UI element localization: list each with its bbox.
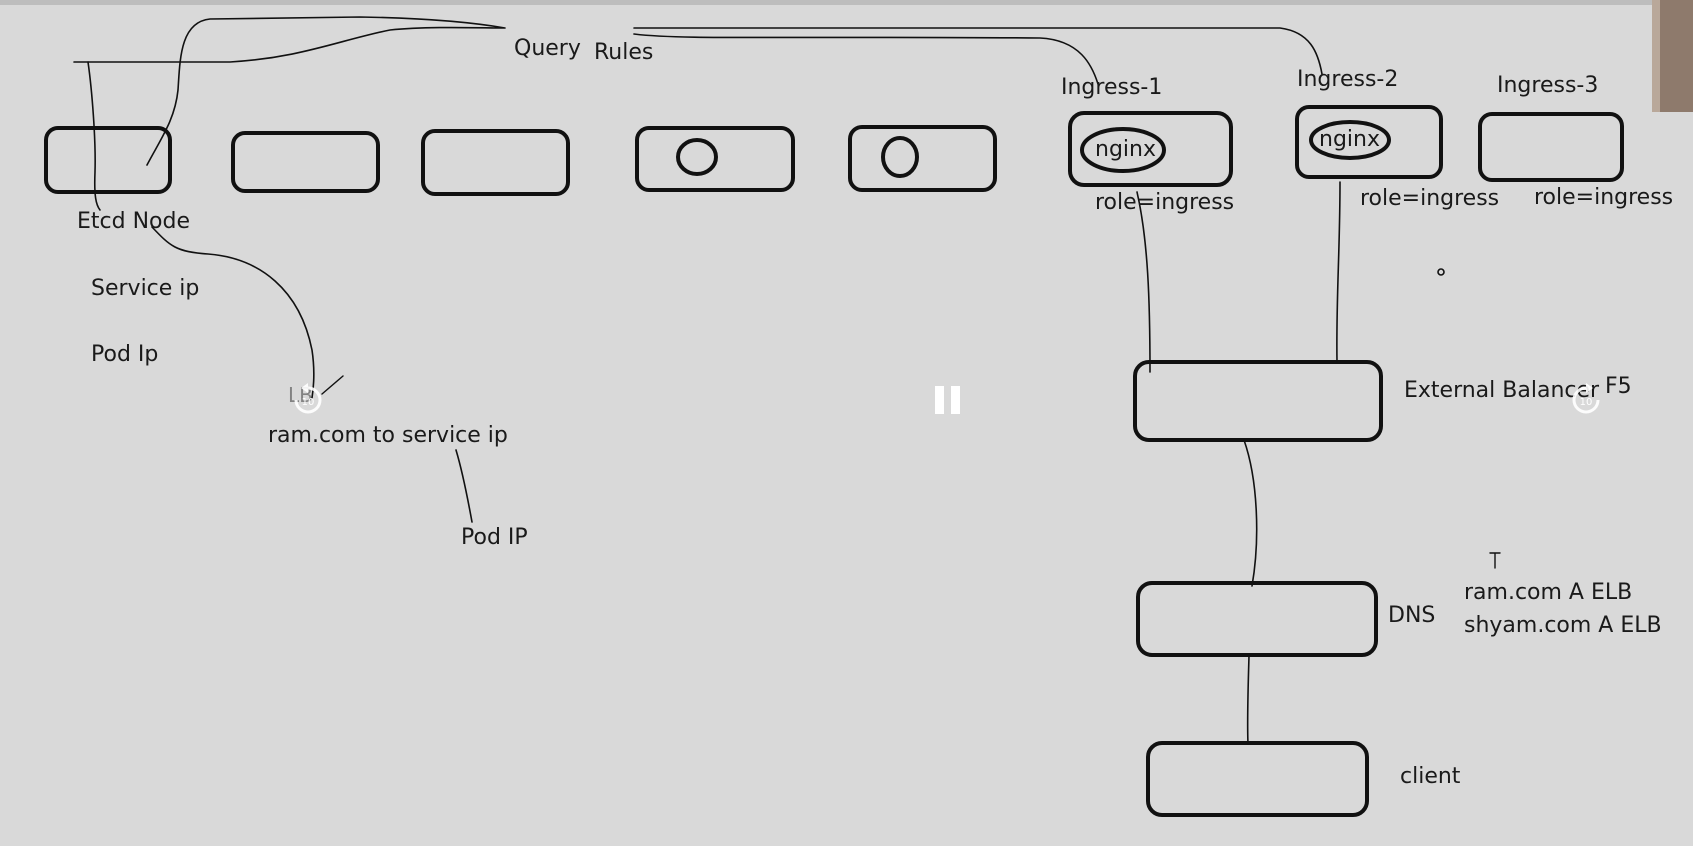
forward-10-button[interactable]: 10 — [1568, 382, 1604, 418]
lb-scribble — [321, 375, 344, 395]
pod-circle-4 — [676, 138, 718, 176]
ingress-3-box — [1478, 112, 1624, 182]
rewind-10-button[interactable]: 10 — [290, 382, 326, 418]
stray-dot — [1437, 268, 1445, 276]
node-box-2 — [231, 131, 380, 193]
rules-label: Rules — [594, 40, 654, 65]
rewind-seconds-text: 10 — [302, 397, 315, 408]
f5-label: F5 — [1605, 374, 1632, 399]
pod-circle-5 — [881, 136, 919, 178]
pause-button[interactable] — [930, 382, 966, 418]
pod-ip-label: Pod Ip — [91, 342, 159, 367]
service-to-pod-line — [455, 449, 473, 523]
dns-box — [1136, 581, 1378, 657]
nginx-1-ellipse — [1080, 127, 1166, 173]
cursor-marker — [1489, 552, 1501, 569]
line-dns-to-client — [1246, 655, 1250, 745]
line-ingress1-to-balancer — [1136, 191, 1151, 373]
ingress-2-box — [1295, 105, 1443, 179]
etcd-node-box — [44, 126, 172, 194]
client-box — [1146, 741, 1369, 817]
line-ingress2-to-balancer — [1336, 181, 1341, 363]
query-line-right — [633, 27, 1323, 85]
nginx-2-ellipse — [1309, 120, 1391, 160]
nginx-1-label: nginx — [1095, 137, 1156, 162]
nginx-2-label: nginx — [1319, 127, 1380, 152]
query-line-left — [73, 16, 506, 166]
node-box-4 — [635, 126, 795, 192]
etcd-to-lb-curve — [151, 226, 315, 399]
pod-ip-caps-label: Pod IP — [461, 525, 528, 550]
ingress-1-box — [1068, 111, 1233, 187]
etcd-vertical-line — [87, 61, 101, 211]
external-balancer-label: External Balancer — [1404, 378, 1600, 403]
node-box-3 — [421, 129, 570, 196]
etcd-node-label: Etcd Node — [77, 209, 190, 234]
service-ip-label: Service ip — [91, 276, 200, 301]
ram-to-service-label: ram.com to service ip — [268, 423, 508, 448]
forward-10-icon: 10 — [1572, 383, 1600, 414]
client-label: client — [1400, 764, 1461, 789]
line-balancer-to-dns — [1243, 439, 1258, 587]
dns-record-ram: ram.com A ELB — [1464, 580, 1633, 605]
node-box-5 — [848, 125, 997, 192]
role-ingress-3-label: role=ingress — [1534, 185, 1674, 210]
query-label: Query — [514, 36, 581, 61]
forward-seconds-text: 10 — [1580, 397, 1593, 408]
dns-record-shyam: shyam.com A ELB — [1464, 613, 1662, 638]
ingress-1-label: Ingress-1 — [1061, 75, 1163, 100]
webcam-thumbnail — [1652, 0, 1693, 112]
ingress-3-label: Ingress-3 — [1497, 73, 1599, 98]
external-balancer-box — [1133, 360, 1383, 442]
webcam-image — [1660, 0, 1693, 112]
rewind-10-icon: 10 — [294, 383, 322, 414]
role-ingress-1-label: role=ingress — [1095, 190, 1235, 215]
pause-icon — [935, 386, 960, 414]
role-ingress-2-label: role=ingress — [1360, 186, 1500, 211]
top-edge — [0, 0, 1693, 5]
ingress-2-label: Ingress-2 — [1297, 67, 1399, 92]
dns-label: DNS — [1388, 603, 1436, 628]
